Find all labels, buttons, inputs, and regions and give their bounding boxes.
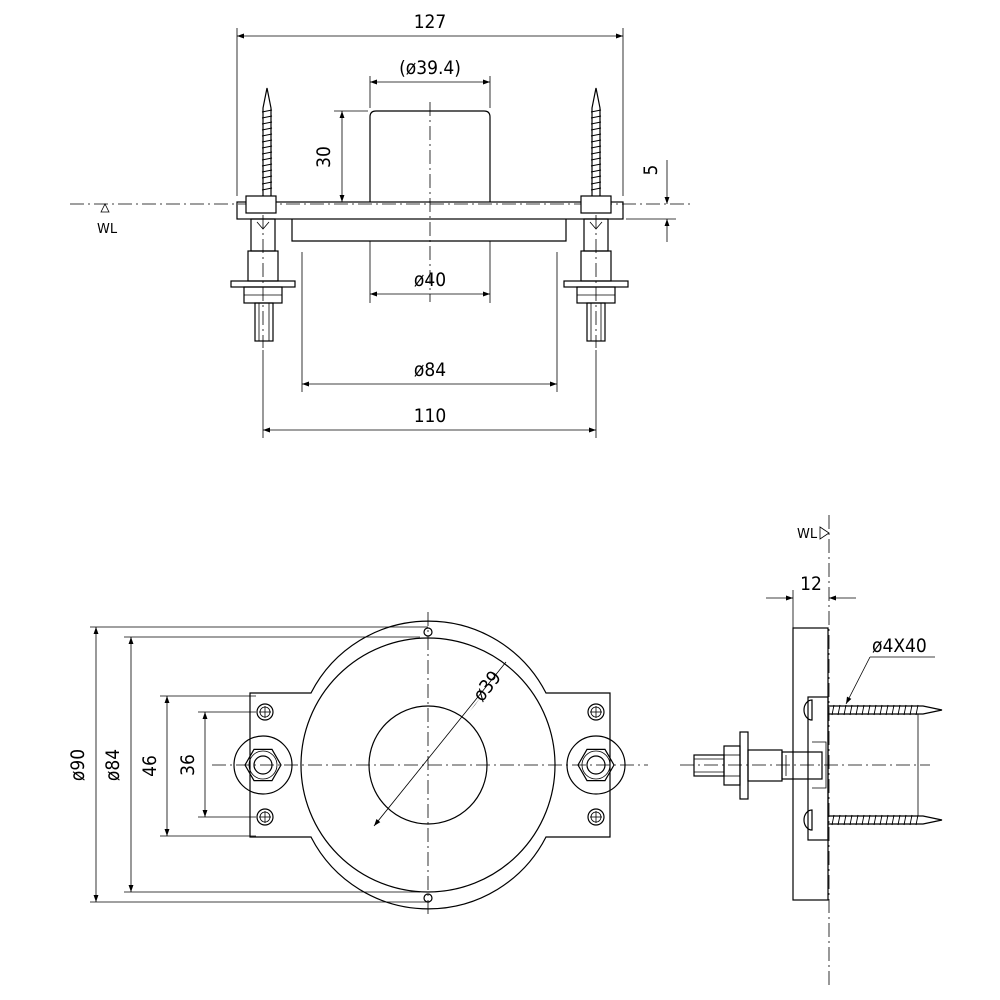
dimension-overall-width: 127: [236, 11, 624, 196]
svg-text:12: 12: [800, 573, 822, 595]
svg-text:ø4X40: ø4X40: [872, 635, 927, 657]
right-nut-front: [566, 735, 626, 795]
svg-text:ø84: ø84: [414, 359, 446, 381]
svg-text:ø84: ø84: [102, 749, 124, 781]
right-wood-screw: [580, 87, 612, 214]
svg-text:ø90: ø90: [67, 749, 89, 781]
dimension-outer-diameter: ø90: [67, 626, 428, 903]
right-stud: [563, 215, 629, 348]
water-level-symbol-side: WL: [797, 526, 830, 542]
svg-text:30: 30: [313, 146, 335, 168]
dimension-inner-diameter: ø84: [301, 252, 558, 392]
left-wood-screw: [245, 87, 277, 214]
base-plate: [236, 201, 624, 220]
dimension-cap-height: 30: [313, 110, 368, 202]
water-level-label-side: WL: [797, 527, 818, 542]
svg-text:ø40: ø40: [414, 269, 446, 291]
svg-text:127: 127: [414, 11, 447, 33]
side-screw-head-bottom: [803, 809, 813, 831]
side-boss: [807, 696, 829, 841]
svg-text:5: 5: [640, 165, 662, 176]
water-level-symbol-top: WL: [97, 203, 118, 237]
water-level-label-top: WL: [97, 222, 118, 237]
dimension-stud-spacing: 110: [262, 350, 597, 438]
screw-head-bottom-right: [587, 808, 605, 826]
dimension-center-spacing: 36: [177, 711, 256, 818]
screw-head-bottom-left: [256, 808, 274, 826]
svg-text:46: 46: [139, 755, 161, 777]
svg-text:110: 110: [414, 405, 447, 427]
left-stud: [230, 215, 296, 348]
screw-head-top-right: [587, 703, 605, 721]
elevation-view: WL: [70, 11, 690, 438]
svg-text:ø39: ø39: [469, 667, 506, 706]
dimension-plate-thickness: 5: [626, 160, 676, 242]
side-plate: [792, 627, 829, 901]
dimension-opening-diameter: ø39: [373, 661, 507, 827]
dimension-screw-spacing: 46: [139, 695, 256, 837]
outer-ring: [300, 637, 556, 893]
cap-body: [369, 110, 491, 202]
svg-text:36: 36: [177, 754, 199, 776]
plate-recess: [291, 219, 567, 242]
opening-circle: [368, 705, 488, 825]
mounting-plate-outline: [249, 620, 611, 910]
dimension-inner-diameter-front: ø84: [102, 636, 420, 893]
side-stud: [693, 731, 823, 800]
dimension-side-thickness: 12: [766, 573, 856, 628]
left-nut-front: [233, 735, 293, 795]
dimension-cap-base-diameter: ø40: [370, 269, 490, 297]
front-view: ø39 ø90 ø84 46 36: [67, 612, 648, 915]
side-screw-head-top: [803, 699, 813, 721]
top-hole: [423, 627, 433, 637]
screw-head-top-left: [256, 703, 274, 721]
side-view: WL: [680, 515, 943, 985]
dimension-cap-diameter: (ø39.4): [369, 57, 491, 108]
screw-spec-callout: ø4X40: [845, 635, 935, 705]
side-wood-screw-top: [828, 704, 943, 716]
svg-text:(ø39.4): (ø39.4): [399, 57, 461, 79]
side-wood-screw-bottom: [828, 814, 943, 826]
